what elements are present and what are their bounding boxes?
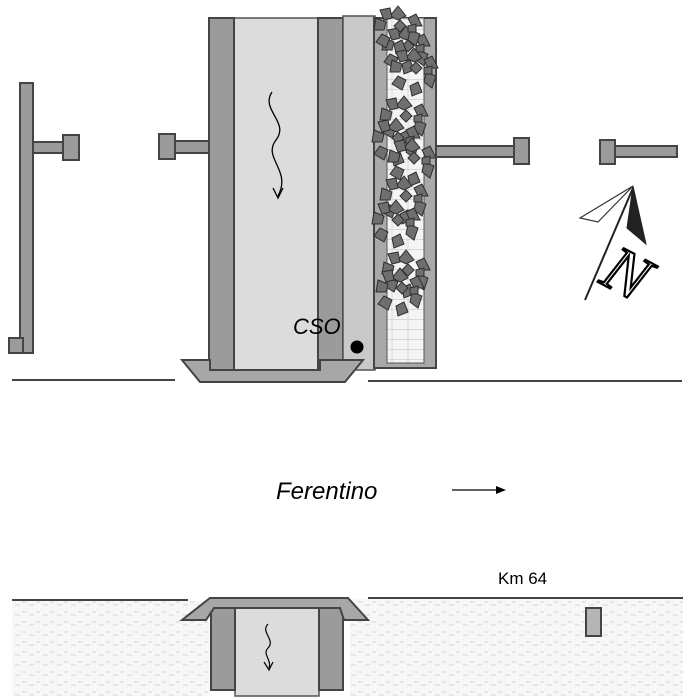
wavy-arrow-down-icon	[268, 91, 284, 200]
town-label: Ferentino	[276, 478, 377, 505]
channel-section	[179, 597, 371, 697]
wavy-arrow-down-small-icon	[263, 623, 274, 672]
km-marker-post	[585, 607, 602, 637]
north-arrow-icon: N	[578, 185, 666, 317]
ground-section	[12, 597, 683, 696]
left-pipe	[158, 133, 210, 160]
arrow-right-icon	[452, 486, 506, 494]
cso-point	[350, 340, 364, 354]
left-post	[8, 82, 80, 354]
vegetation-strip	[371, 5, 439, 369]
km-marker-label: Km 64	[498, 569, 547, 588]
channel-cover-lip	[179, 597, 371, 621]
channel-plan	[179, 15, 376, 383]
north-letter: N	[591, 231, 666, 316]
cso-label: CSO	[293, 314, 341, 339]
channel-outlet-lip	[179, 359, 366, 383]
far-right-pipe	[599, 139, 678, 165]
right-pipe	[435, 137, 530, 165]
